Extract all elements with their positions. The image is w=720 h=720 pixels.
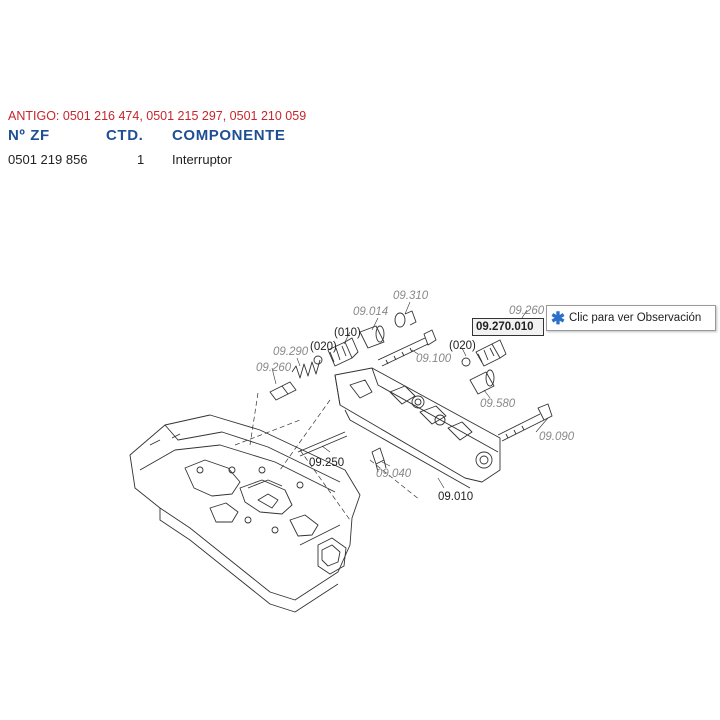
row-quantity: 1 bbox=[137, 152, 145, 167]
row-component: Interruptor bbox=[172, 152, 232, 167]
asterisk-icon: ✱ bbox=[550, 308, 566, 328]
plug-09-260 bbox=[269, 381, 297, 401]
callout-09-250: 09.250 bbox=[309, 457, 344, 469]
callout-09-290: 09.290 bbox=[273, 346, 309, 358]
valve-body-block bbox=[334, 367, 501, 489]
pin-09-250 bbox=[297, 431, 348, 457]
callout-010: (010) bbox=[334, 327, 361, 339]
washer-09-310 bbox=[394, 310, 417, 328]
switch-020-left bbox=[313, 337, 359, 367]
observation-tooltip[interactable]: ✱ Clic para ver Observación bbox=[546, 305, 716, 331]
tooltip-text: Clic para ver Observación bbox=[569, 312, 702, 324]
callout-09-260-right: 09.260 bbox=[509, 305, 545, 317]
spring-09-290 bbox=[291, 359, 321, 379]
callout-09-310: 09.310 bbox=[393, 290, 429, 302]
callout-09-580: 09.580 bbox=[480, 398, 516, 410]
transmission-housing bbox=[129, 414, 361, 613]
part-ref-09-270-010[interactable]: 09.270.010 bbox=[472, 318, 544, 336]
switch-020-right bbox=[461, 339, 507, 367]
callout-09-040: 09.040 bbox=[376, 468, 412, 480]
callout-09-260-left: 09.260 bbox=[256, 362, 292, 374]
row-part-number: 0501 219 856 bbox=[8, 152, 88, 167]
header-component: COMPONENTE bbox=[172, 127, 286, 144]
callout-09-100: 09.100 bbox=[416, 353, 452, 365]
sensor-09-580 bbox=[469, 369, 495, 395]
bolt-09-100 bbox=[377, 329, 437, 367]
header-part-number: Nº ZF bbox=[8, 127, 50, 144]
header-quantity: CTD. bbox=[106, 127, 144, 144]
callout-09-090: 09.090 bbox=[539, 431, 575, 443]
callout-020-left: (020) bbox=[310, 341, 337, 353]
bolt-09-090 bbox=[497, 403, 553, 442]
callout-020-right: (020) bbox=[449, 340, 476, 352]
antigo-line: ANTIGO: 0501 216 474, 0501 215 297, 0501… bbox=[8, 109, 307, 123]
plug-09-040 bbox=[371, 447, 387, 473]
callout-09-014: 09.014 bbox=[353, 306, 388, 318]
assembly-lines bbox=[234, 392, 421, 521]
sleeve-010 bbox=[359, 325, 385, 349]
callout-09-010: 09.010 bbox=[438, 491, 473, 503]
